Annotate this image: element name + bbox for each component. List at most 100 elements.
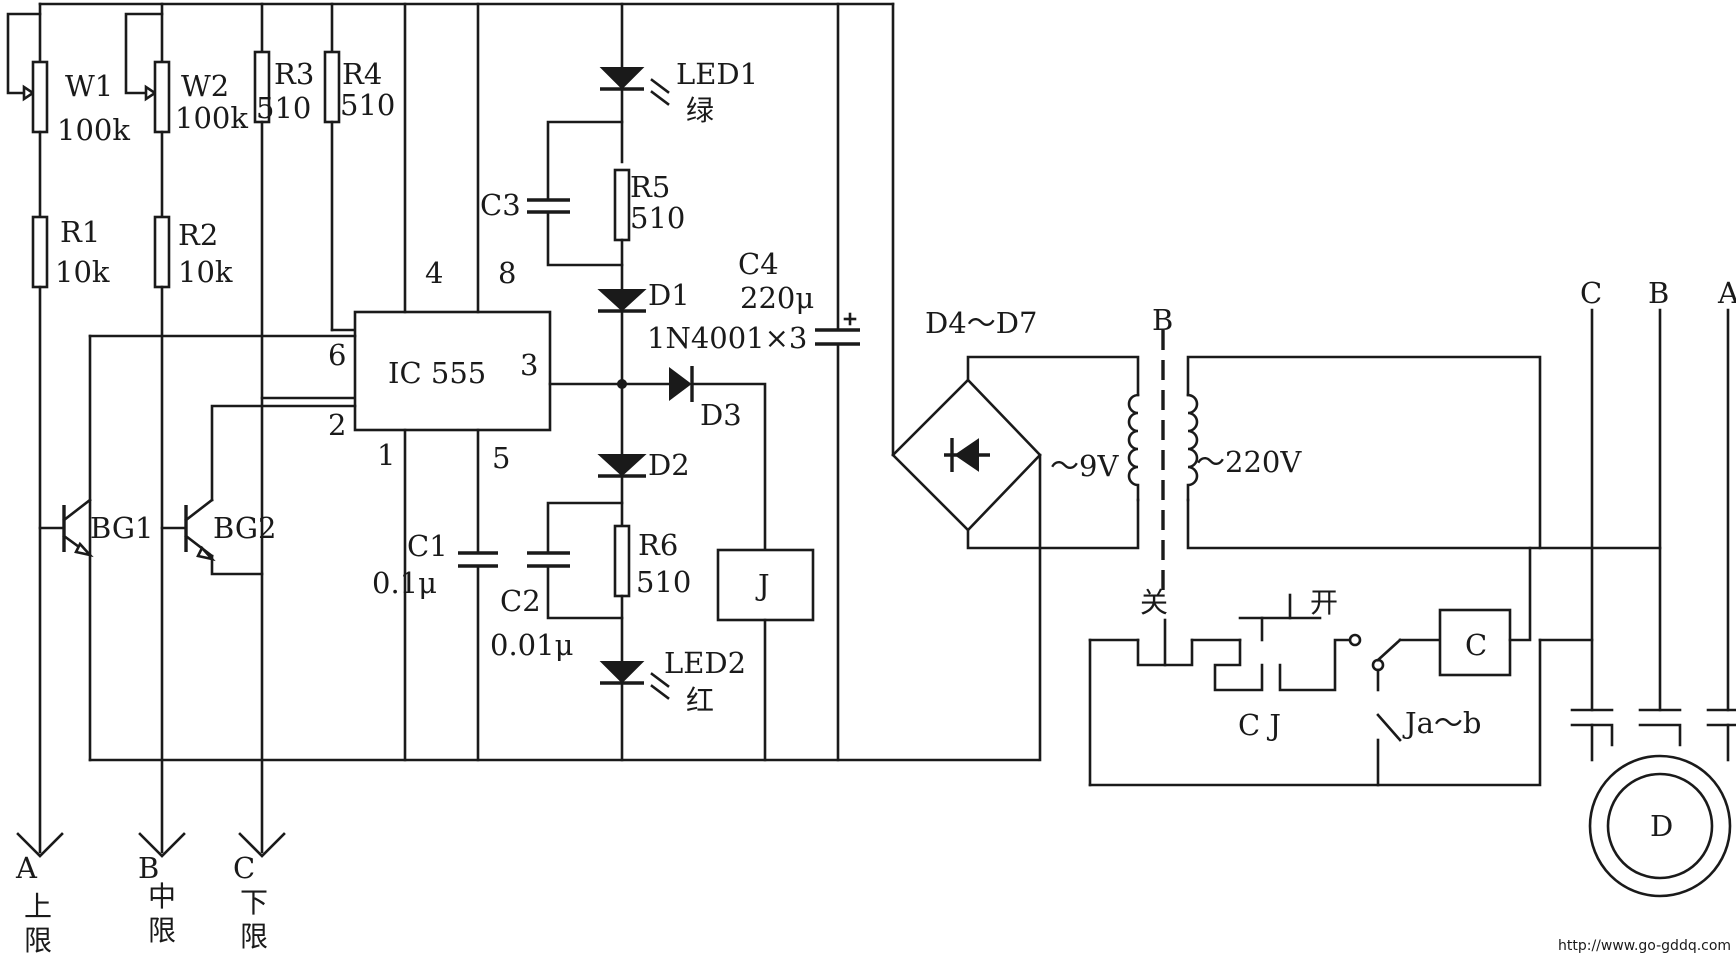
diode-d2-triangle <box>597 454 647 477</box>
w2-label: W2 <box>181 69 229 103</box>
motor-d <box>1570 708 1736 898</box>
probe-a-char1: 上 <box>24 890 52 923</box>
potentiometer-w1 <box>31 60 49 134</box>
resistor-r2 <box>153 215 171 289</box>
column-upper-limit <box>6 2 64 858</box>
control-circuit <box>1088 546 1542 787</box>
pin-3-label: 3 <box>520 348 538 382</box>
w2-value: 100k <box>175 101 248 135</box>
r3-label: R3 <box>274 57 314 91</box>
r4-label: R4 <box>342 57 382 91</box>
pin-6-label: 6 <box>328 338 346 372</box>
c1-label: C1 <box>407 529 448 563</box>
probe-b-label: B <box>138 851 159 885</box>
probe-b-char1: 中 <box>148 880 176 913</box>
bg2-emitter-arrow <box>196 545 216 562</box>
contactor-c-label: C <box>1465 628 1487 662</box>
led2-triangle <box>599 661 645 684</box>
probe-a-text: 上 限 <box>24 890 52 957</box>
ic-label: IC 555 <box>388 356 486 390</box>
probe-c-label: C <box>233 851 255 885</box>
phase-b-label: B <box>1648 276 1669 310</box>
three-phase-lines <box>1538 308 1730 712</box>
resistor-r4 <box>323 50 341 124</box>
pin-4-label: 4 <box>425 256 443 290</box>
pin-5-label: 5 <box>492 441 510 475</box>
resistor-r1 <box>31 215 49 289</box>
c2-value: 0.01μ <box>490 628 573 662</box>
w2-wiper-arrow <box>144 84 158 102</box>
bridge-label: D4～D7 <box>925 306 1037 340</box>
led1-label: LED1 <box>676 57 758 91</box>
column-middle-limit <box>124 2 186 858</box>
pin-8-label: 8 <box>498 256 516 290</box>
r4-value: 510 <box>340 88 395 122</box>
probe-c-char2: 限 <box>240 920 268 953</box>
r6-value: 510 <box>636 565 691 599</box>
r5-label: R5 <box>630 170 670 204</box>
column-r4 <box>323 2 357 332</box>
probe-c-arrow <box>238 832 286 858</box>
diode-d3-triangle <box>669 367 692 401</box>
probe-b-arrow <box>138 832 186 858</box>
phase-a-label: A <box>1717 276 1736 310</box>
transistor-bg2 <box>160 404 357 576</box>
w1-label: W1 <box>65 69 113 103</box>
potentiometer-w2 <box>153 60 171 134</box>
r5-value: 510 <box>630 201 685 235</box>
phase-c-label: C <box>1580 276 1602 310</box>
transformer-label: B <box>1152 303 1173 337</box>
probe-c-text: 下 限 <box>240 886 268 953</box>
watermark: http://www.go-gddq.com <box>1558 938 1731 954</box>
secondary-voltage-label: ～9V <box>1050 449 1119 483</box>
ic-555 <box>353 310 552 432</box>
led2-color: 红 <box>686 684 714 717</box>
led2-label: LED2 <box>664 646 746 680</box>
probe-c-char1: 下 <box>240 886 268 919</box>
transistor-bg1 <box>38 334 357 762</box>
led1-color: 绿 <box>686 94 714 127</box>
d2-label: D2 <box>648 448 690 482</box>
w1-value: 100k <box>57 113 130 147</box>
relay-j-label: J <box>755 568 770 602</box>
r1-label: R1 <box>60 215 100 249</box>
ja-b-label: Ja～b <box>1402 706 1481 740</box>
r2-value: 10k <box>178 255 233 289</box>
probe-a-arrow <box>16 832 64 858</box>
c1-value: 0.1μ <box>372 566 437 600</box>
w1-wiper-arrow <box>22 84 36 102</box>
c4-label: C4 <box>738 247 779 281</box>
c4-value: 220μ <box>740 281 814 315</box>
pin-2-label: 2 <box>328 408 346 442</box>
r3-value: 510 <box>256 91 311 125</box>
output-column <box>527 2 672 762</box>
r6-label: R6 <box>638 528 678 562</box>
probe-b-char2: 限 <box>148 914 176 947</box>
transformer-b <box>1127 330 1542 590</box>
bg2-label: BG2 <box>213 511 276 545</box>
pin-1-label: 1 <box>377 438 395 472</box>
primary-voltage-label: ～220V <box>1196 445 1302 479</box>
motor-label: D <box>1650 809 1673 843</box>
probe-a-char2: 限 <box>24 924 52 957</box>
switch-off-label: 关 <box>1140 586 1168 619</box>
relay-j-coil <box>716 548 815 622</box>
r1-value: 10k <box>55 255 110 289</box>
led1-triangle <box>599 67 645 90</box>
column-r3 <box>238 2 357 858</box>
d1-label: D1 <box>648 278 690 312</box>
cj-label: C J <box>1238 708 1281 742</box>
diode-d1-triangle <box>597 289 647 312</box>
bg1-label: BG1 <box>90 511 153 545</box>
bridge-rectifier <box>891 2 1140 762</box>
probe-b-text: 中 限 <box>148 880 176 947</box>
diode-type-label: 1N4001×3 <box>647 321 807 355</box>
relay-driver <box>669 366 815 762</box>
resistor-r5 <box>613 168 631 242</box>
ic-pin-wires <box>403 2 498 762</box>
d3-label: D3 <box>700 398 742 432</box>
switch-on-label: 开 <box>1310 586 1338 619</box>
capacitor-c4 <box>815 2 860 762</box>
probe-a-label: A <box>15 851 38 885</box>
